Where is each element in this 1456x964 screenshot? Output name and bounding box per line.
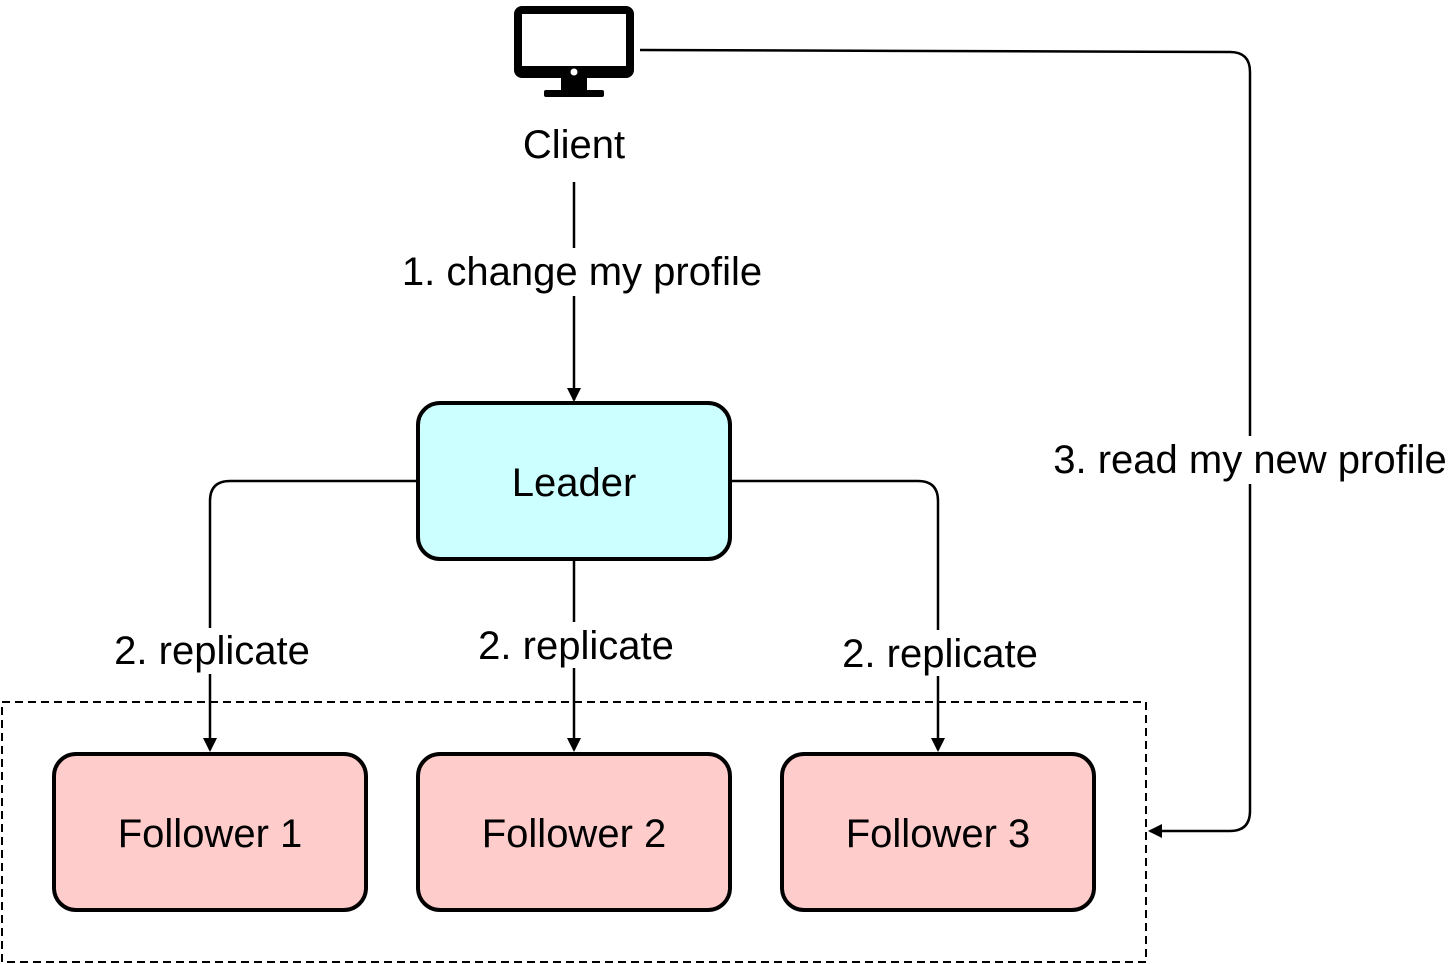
replicate-edge-label-1-group: 2. replicate xyxy=(108,628,316,674)
follower-node-1: Follower 1 xyxy=(52,752,368,912)
read-edge-label: 3. read my new profile xyxy=(1053,438,1447,482)
follower-2-label: Follower 2 xyxy=(482,812,667,856)
follower-3-label: Follower 3 xyxy=(846,812,1031,856)
replicate-edge-label-2: 2. replicate xyxy=(478,624,674,668)
replicate-edge-label-3-group: 2. replicate xyxy=(836,630,1044,676)
leader-label: Leader xyxy=(512,461,637,505)
write-edge-label: 1. change my profile xyxy=(402,250,762,294)
replicate-arrow-1 xyxy=(203,479,418,752)
follower-node-3: Follower 3 xyxy=(780,752,1096,912)
client-label: Client xyxy=(523,123,625,167)
replicate-edge-label-3: 2. replicate xyxy=(842,632,1038,676)
replicate-arrow-3 xyxy=(730,479,945,752)
read-edge-label-group: 3. read my new profile xyxy=(1044,436,1454,484)
follower-1-label: Follower 1 xyxy=(118,812,303,856)
follower-node-2: Follower 2 xyxy=(416,752,732,912)
replicate-edge-label-1: 2. replicate xyxy=(114,629,310,673)
leader-node: Leader xyxy=(416,401,732,561)
monitor-icon xyxy=(514,6,634,97)
replicate-edge-label-2-group: 2. replicate xyxy=(472,622,680,668)
write-edge-label-group: 1. change my profile xyxy=(392,248,772,296)
